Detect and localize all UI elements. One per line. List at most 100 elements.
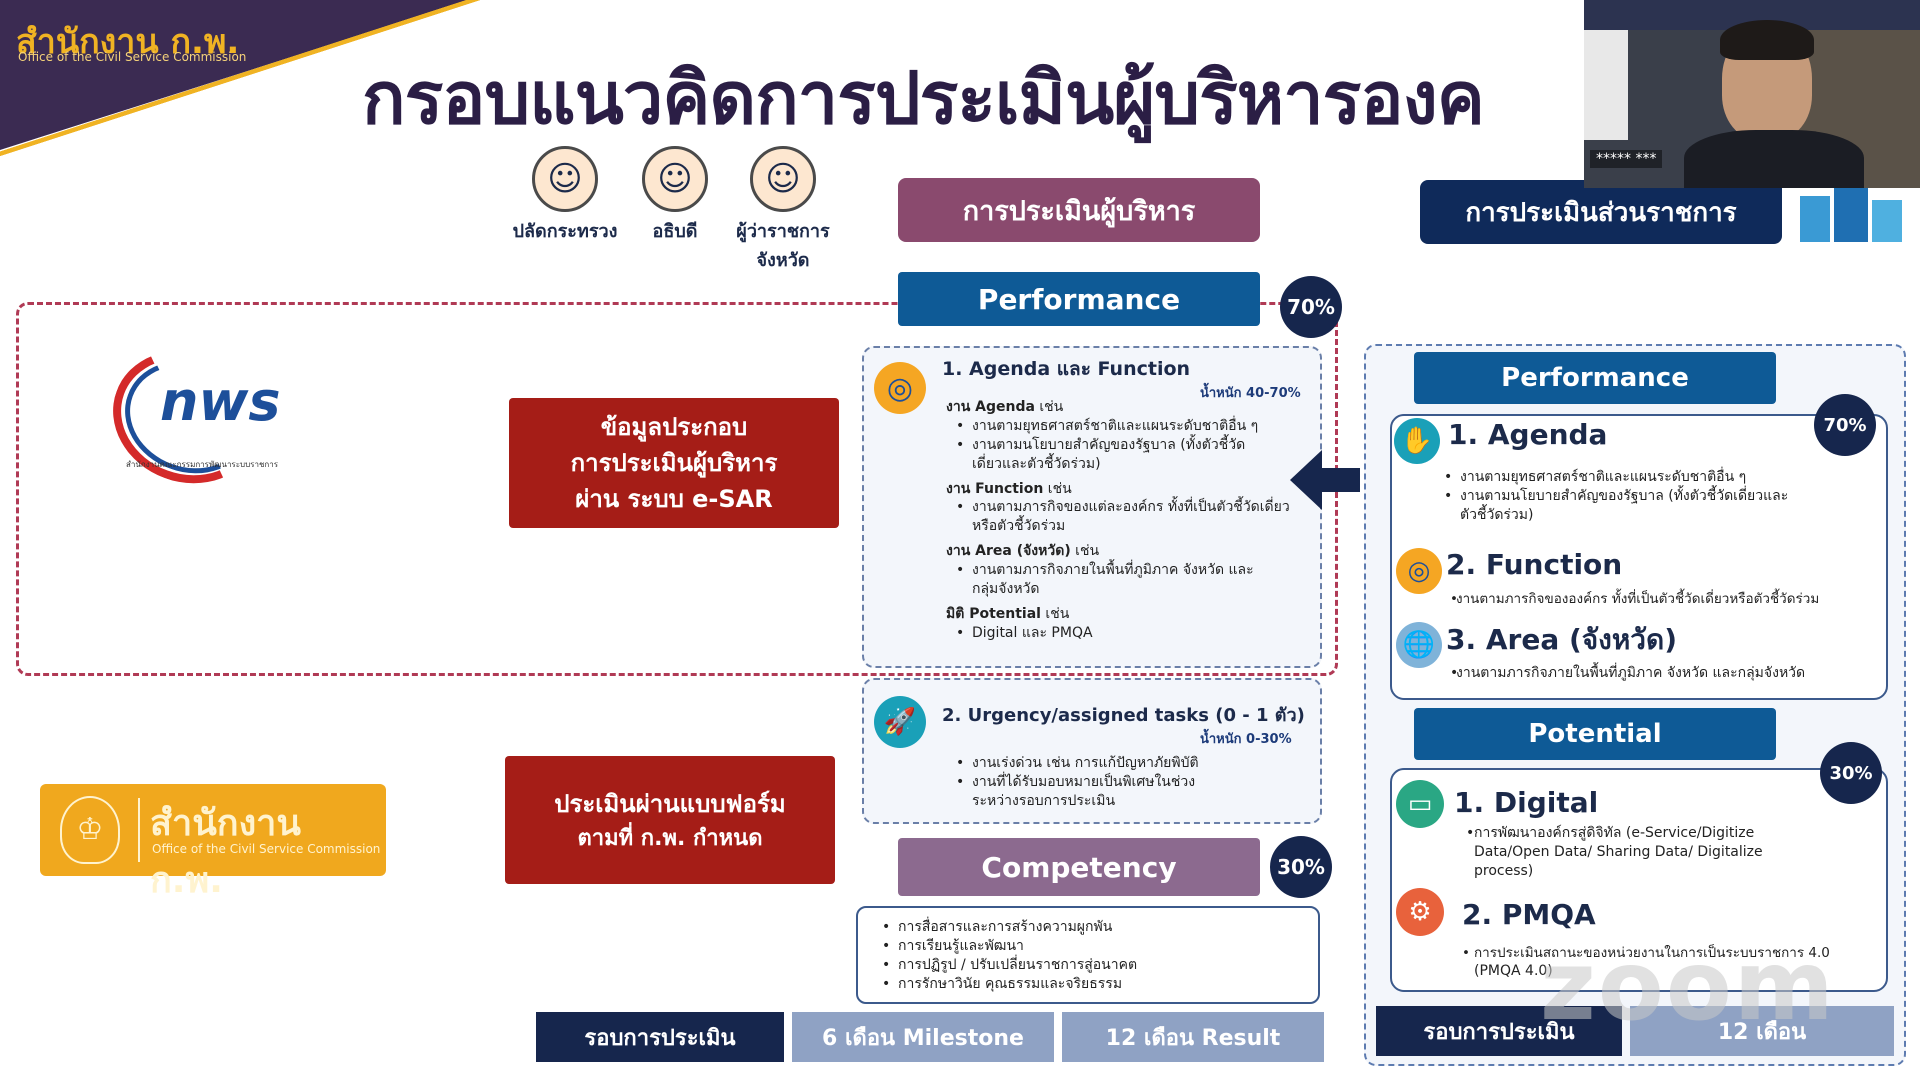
agency-digital-bullet-1: การพัฒนาองค์กรสู่ดิจิทัล (e-Service/Digi… [1456, 824, 1876, 843]
ocsc-logo-english: Office of the Civil Service Commission [152, 842, 381, 856]
function-bullet-1: งานตามภารกิจของแต่ละองค์กร ทั้งที่เป็นตั… [946, 498, 1316, 517]
agenda-heading-suffix: เช่น [1034, 399, 1064, 415]
agency-digital-bullet-1-cont-a: Data/Open Data/ Sharing Data/ Digitalize [1474, 843, 1763, 860]
potential-heading-suffix: เช่น [1040, 605, 1070, 622]
agency-performance-header: Performance [1414, 352, 1776, 404]
agency-digital-title: 1. Digital [1454, 786, 1599, 819]
ocsc-logo-divider [138, 798, 140, 862]
exec-cycle-6-months: 6 เดือน Milestone [792, 1012, 1054, 1062]
esar-line-3: ผ่าน ระบบ e-SAR [575, 485, 773, 513]
nws-logo: nws สำนักงานคณะกรรมการพัฒนาระบบราชการ [94, 330, 292, 504]
agency-function-title: 2. Function [1446, 548, 1623, 581]
agency-performance-pct: 70% [1814, 394, 1876, 456]
executive-director-group: ☺ อธิบดี [610, 146, 740, 245]
executive-label-permanent-secretary: ปลัดกระทรวง [512, 221, 618, 242]
speaker-hair [1720, 20, 1814, 60]
area-heading-suffix: เช่น [1070, 543, 1100, 560]
ocsc-logo-thai: สำนักงาน ก.พ. [150, 803, 301, 901]
speaker-body [1684, 130, 1864, 188]
agency-agenda-bullet-2-cont: ตัวชี้วัดร่วม) [1460, 506, 1534, 523]
form-line-2: ตามที่ ก.พ. กำหนด [577, 825, 763, 851]
agency-agenda-title: 1. Agenda [1448, 418, 1608, 451]
esar-line-2: การประเมินผู้บริหาร [570, 449, 778, 477]
agency-digital-content: การพัฒนาองค์กรสู่ดิจิทัล (e-Service/Digi… [1456, 824, 1876, 881]
target-icon: ◎ [874, 362, 926, 414]
agenda-bullet-1: งานตามยุทธศาสตร์ชาติและแผนระดับชาติอื่น … [946, 417, 1316, 436]
person-icon: ☺ [532, 146, 598, 212]
form-eval-box: ประเมินผ่านแบบฟอร์ม ตามที่ ก.พ. กำหนด [505, 756, 835, 884]
agency-pmqa-content: การประเมินสถานะของหน่วยงานในการเป็นระบบร… [1452, 944, 1882, 981]
ocsc-brand-thai: สำนักงาน ก.พ. [16, 22, 240, 62]
nws-logo-caption: สำนักงานคณะกรรมการพัฒนาระบบราชการ [126, 460, 279, 469]
person-glasses-icon: ☺ [642, 146, 708, 212]
nws-logo-text: nws [160, 370, 281, 433]
video-slide-preview [1584, 30, 1628, 140]
exec-eval-header: การประเมินผู้บริหาร [898, 178, 1260, 242]
building-icon [1800, 186, 1904, 242]
target-icon: ◎ [1396, 548, 1442, 594]
agency-pmqa-bullet-1: การประเมินสถานะของหน่วยงานในการเป็นระบบร… [1452, 944, 1882, 962]
area-bullet-1: งานตามภารกิจภายในพื้นที่ภูมิภาค จังหวัด … [946, 561, 1316, 580]
urgency-bullet-2-cont: ระหว่างรอบการประเมิน [972, 792, 1116, 809]
competency-bullet-3: การปฏิรูป / ปรับเปลี่ยนราชการสู่อนาคต [872, 956, 1304, 975]
agenda-heading: งาน Agenda [946, 399, 1035, 415]
function-bullet-1-cont: หรือตัวชี้วัดร่วม [972, 518, 1066, 535]
agency-digital-bullet-1-cont-b: process) [1474, 862, 1534, 879]
agenda-bullet-2: งานตามนโยบายสำคัญของรัฐบาล (ทั้งตัวชี้วั… [946, 436, 1316, 455]
rocket-icon: 🚀 [874, 696, 926, 748]
agency-area-bullet-1: งานตามภารกิจภายในพื้นที่ภูมิภาค จังหวัด … [1440, 664, 1890, 683]
ocsc-emblem-icon: ♔ [60, 796, 120, 864]
agency-agenda-content: งานตามยุทธศาสตร์ชาติและแผนระดับชาติอื่น … [1434, 468, 1884, 525]
exec-item2-weight: น้ำหนัก 0-30% [1200, 732, 1292, 747]
agency-potential-pct: 30% [1820, 742, 1882, 804]
exec-item1-weight: น้ำหนัก 40-70% [1200, 386, 1301, 401]
area-heading: งาน Area (จังหวัด) [946, 543, 1071, 560]
agency-pmqa-title: 2. PMQA [1462, 898, 1596, 931]
competency-pct: 30% [1270, 836, 1332, 898]
header-gold-stripe [0, 0, 480, 156]
person-icon: ☺ [750, 146, 816, 212]
agency-eval-header: การประเมินส่วนราชการ [1420, 180, 1782, 244]
potential-heading: มิติ Potential [946, 605, 1041, 622]
hand-icon: ✋ [1394, 418, 1440, 464]
urgency-bullet-1: งานเร่งด่วน เช่น การแก้ปัญหาภัยพิบัติ [946, 754, 1316, 773]
function-heading: งาน Function [946, 480, 1044, 497]
exec-item2-content: งานเร่งด่วน เช่น การแก้ปัญหาภัยพิบัติ งา… [946, 754, 1316, 811]
urgency-bullet-2: งานที่ได้รับมอบหมายเป็นพิเศษในช่วง [946, 773, 1316, 792]
exec-cycle-label: รอบการประเมิน [536, 1012, 784, 1062]
exec-performance-pct: 70% [1280, 276, 1342, 338]
agency-cycle-label: รอบการประเมิน [1376, 1006, 1622, 1056]
competency-bullet-4: การรักษาวินัย คุณธรรมและจริยธรรม [872, 975, 1304, 994]
settings-icon: ⚙ [1396, 888, 1444, 936]
agency-function-bullet-1: งานตามภารกิจขององค์กร ทั้งที่เป็นตัวชี้ว… [1440, 590, 1890, 608]
agency-cycle-12-months: 12 เดือน [1630, 1006, 1894, 1056]
function-heading-suffix: เช่น [1043, 480, 1072, 497]
zoom-watermark: zoom [1540, 930, 1836, 1042]
exec-item1-title: 1. Agenda และ Function [942, 358, 1191, 380]
competency-header: Competency [898, 838, 1260, 896]
competency-bullet-2: การเรียนรู้และพัฒนา [872, 937, 1304, 956]
agency-function-content: งานตามภารกิจขององค์กร ทั้งที่เป็นตัวชี้ว… [1440, 590, 1890, 608]
page-title: กรอบแนวคิดการประเมินผู้บริหารองค [362, 56, 1485, 140]
agency-potential-header: Potential [1414, 708, 1776, 760]
ocsc-logo-card: ♔ สำนักงาน ก.พ. Office of the Civil Serv… [40, 784, 386, 901]
agency-area-content: งานตามภารกิจภายในพื้นที่ภูมิภาค จังหวัด … [1440, 664, 1890, 683]
executive-label-director-general: อธิบดี [652, 221, 698, 242]
executive-label-governor: ผู้ว่าราชการ จังหวัด [736, 221, 830, 271]
exec-item1-content: งาน Agenda เช่น งานตามยุทธศาสตร์ชาติและแ… [946, 398, 1316, 643]
laptop-icon: ▭ [1396, 780, 1444, 828]
competency-panel: การสื่อสารและการสร้างความผูกพัน การเรียน… [856, 906, 1320, 1004]
exec-performance-header: Performance [898, 272, 1260, 326]
agenda-bullet-2-cont: เดี่ยวและตัวชี้วัดร่วม) [972, 455, 1101, 472]
agency-performance-panel [1390, 414, 1888, 700]
potential-bullet-1: Digital และ PMQA [946, 624, 1316, 643]
speaker-video-tile[interactable]: ***** *** [1584, 0, 1920, 188]
form-line-1: ประเมินผ่านแบบฟอร์ม [554, 789, 786, 818]
exec-item2-title: 2. Urgency/assigned tasks (0 - 1 ตัว) [942, 705, 1305, 726]
exec-item2-panel: 🚀 2. Urgency/assigned tasks (0 - 1 ตัว) … [862, 678, 1322, 824]
exec-item1-panel: ◎ 1. Agenda และ Function น้ำหนัก 40-70% … [862, 346, 1322, 668]
speaker-name-tag: ***** *** [1590, 150, 1663, 168]
esar-info-box: ข้อมูลประกอบ การประเมินผู้บริหาร ผ่าน ระ… [509, 398, 839, 528]
ocsc-brand-english: Office of the Civil Service Commission [18, 50, 247, 64]
executive-ceo-group: ☺ ปลัดกระทรวง [500, 146, 630, 245]
